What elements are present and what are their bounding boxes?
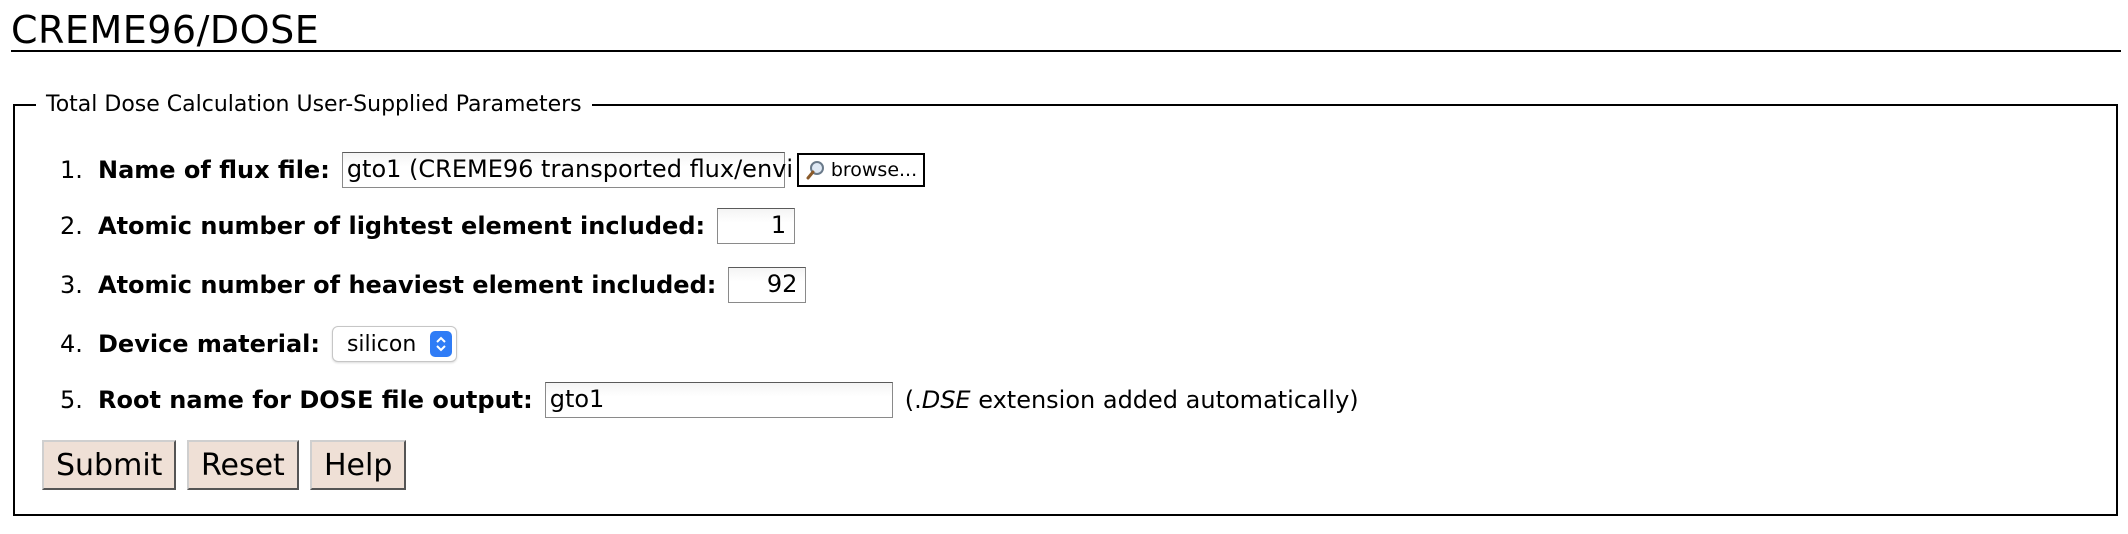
heaviest-element-label: Atomic number of heaviest element includ… (98, 271, 717, 299)
item-number: 4. (60, 330, 83, 358)
reset-button[interactable]: Reset (187, 440, 299, 490)
fieldset-legend: Total Dose Calculation User-Supplied Par… (36, 91, 592, 119)
lightest-element-input[interactable]: 1 (717, 208, 796, 244)
heaviest-element-input[interactable]: 92 (728, 267, 807, 303)
field-row-root-name: 5. Root name for DOSE file output: gto1 … (60, 382, 1359, 418)
flux-file-label: Name of flux file: (98, 156, 330, 184)
lightest-element-label: Atomic number of lightest element includ… (98, 212, 706, 240)
help-button[interactable]: Help (310, 440, 407, 490)
item-number: 5. (60, 386, 83, 414)
root-name-label: Root name for DOSE file output: (98, 386, 533, 414)
item-number: 2. (60, 212, 83, 240)
device-material-value: silicon (346, 331, 417, 357)
root-name-input[interactable]: gto1 (544, 382, 893, 418)
field-row-lightest-element: 2. Atomic number of lightest element inc… (60, 208, 796, 244)
parameters-fieldset (13, 104, 2118, 516)
select-arrows-icon (430, 331, 453, 357)
item-number: 1. (60, 156, 83, 184)
device-material-label: Device material: (98, 330, 320, 358)
submit-button[interactable]: Submit (42, 440, 177, 490)
field-row-device-material: 4. Device material: silicon (60, 326, 458, 362)
title-divider (11, 50, 2121, 52)
device-material-select[interactable]: silicon (331, 326, 458, 362)
magnifier-icon (805, 159, 827, 181)
browse-label: browse... (830, 159, 918, 181)
item-number: 3. (60, 271, 83, 299)
page-title: CREME96/DOSE (11, 8, 320, 52)
extension-note: (.DSE extension added automatically) (904, 386, 1359, 414)
field-row-heaviest-element: 3. Atomic number of heaviest element inc… (60, 267, 807, 303)
field-row-flux-file: 1. Name of flux file: gto1 (CREME96 tran… (60, 152, 926, 188)
browse-button[interactable]: browse... (796, 153, 926, 187)
flux-file-input[interactable]: gto1 (CREME96 transported flux/envi (341, 152, 793, 188)
